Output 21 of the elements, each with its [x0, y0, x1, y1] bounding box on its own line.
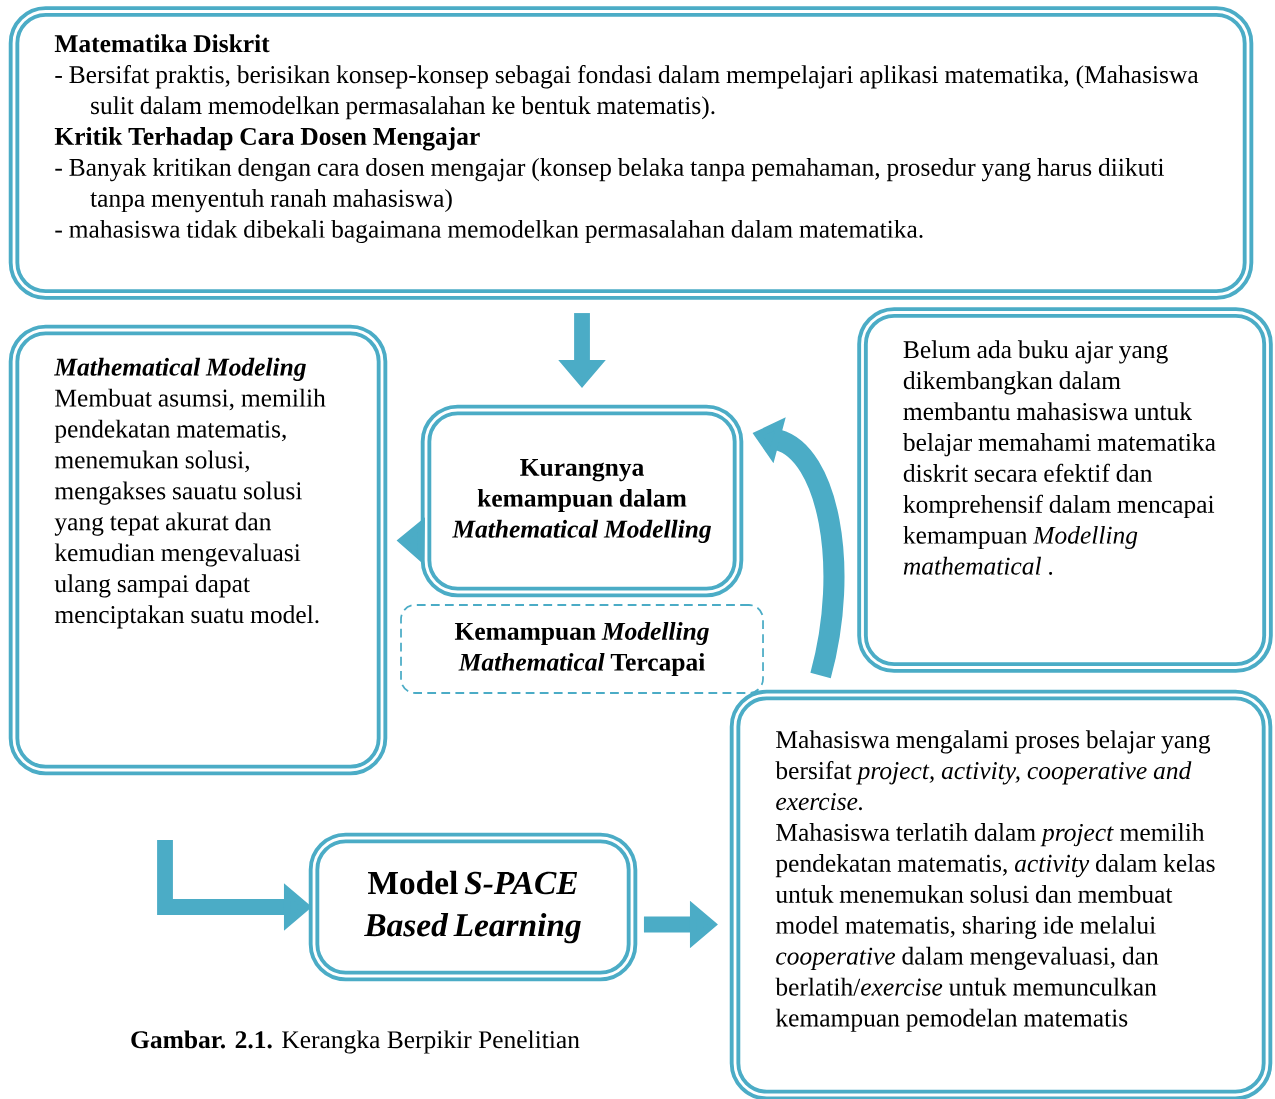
- rounded-text-box: [8, 6, 1254, 300]
- rounded-text-box: [420, 404, 744, 598]
- node-label: Kritik Terhadap Cara Dosen Mengajar: [54, 127, 480, 151]
- node-label: - mahasiswa tidak dibekali bagaimana memodelkan permasalahan dalam matematika.: [55, 219, 923, 244]
- node-label: Kurangnya kemampuan dalam Mathematical Modelling: [452, 458, 711, 543]
- rounded-text-box: [857, 307, 1273, 673]
- node-label: Matematika Diskrit: [54, 34, 270, 53]
- node-label: Model S-PACE Based Learning: [364, 870, 581, 944]
- node-label: Mahasiswa mengalami proses belajar yang bersifat project, activity, cooperative and exercise.: [775, 730, 1211, 811]
- dashed-text-box: [400, 604, 764, 694]
- node-label: Kemampuan Modelling Mathematical Tercapai: [454, 621, 709, 677]
- figure-caption: Gambar. 2.1. Kerangka Berpikir Penelitian: [131, 1030, 580, 1054]
- node-label: Mahasiswa terlatih dalam project memilih pendekatan matematis, activity dalam kelas untuk menemukan solusi dan membuat model matematis, sharing ide melalui cooperative dalam mengevaluasi, dan berlatih/exercise untuk memunculkan kemampuan pemodelan matematis: [775, 823, 1215, 1032]
- node-label: Belum ada buku ajar yang dikembangkan dalam membantu mahasiswa untuk belajar memahami matematika diskrit secara efektif dan komprehensif dalam mencapai kemampuan Modelling mathematical .: [902, 340, 1216, 575]
- node-label: Mathematical Modeling: [54, 357, 306, 381]
- node-label: - Banyak kritikan dengan cara dosen mengajar (konsep belaka tanpa pemahaman, prosedur yang harus diikuti tanpa menyentuh ranah mahasiswa): [55, 158, 1165, 213]
- node-label: Membuat asumsi, memilih pendekatan matematis, menemukan solusi, mengakses sauatu solusi yang tepat akurat dan kemudian mengevaluasi ulang sampai dapat menciptakan suatu model.: [54, 388, 326, 629]
- node-label: - Bersifat praktis, berisikan konsep-konsep sebagai fondasi dalam mempelajari aplikasi matematika, (Mahasiswa sulit dalam memodelkan permasalahan ke bentuk matematis).: [55, 65, 1199, 120]
- rounded-text-box: [8, 324, 388, 776]
- rounded-text-box: [729, 689, 1273, 1099]
- rounded-text-box: [308, 832, 638, 982]
